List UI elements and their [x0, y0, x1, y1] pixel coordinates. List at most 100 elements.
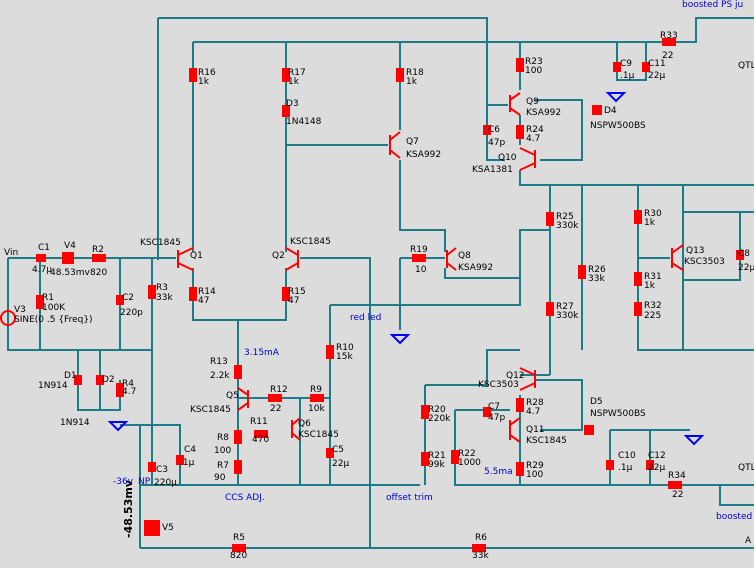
q11-transistor-symbol	[509, 417, 521, 443]
r5-body	[232, 544, 246, 552]
r31-body	[634, 272, 642, 286]
r29-body	[516, 462, 524, 476]
r29-value-label: 100	[526, 470, 543, 480]
r14-ref-label: R14	[198, 287, 216, 297]
d5-ref-label: D5	[590, 397, 603, 407]
r31-ref-label: R31	[644, 272, 662, 282]
ground-symbols	[107, 92, 705, 446]
r12-value-label: 22	[270, 404, 281, 414]
v3-source-symbol	[0, 310, 16, 326]
c10-body	[606, 460, 614, 470]
r27-ref-label: R27	[556, 302, 574, 312]
r9-body	[310, 394, 324, 402]
r14-body	[189, 287, 197, 301]
r10-ref-label: R10	[336, 343, 354, 353]
current-55-label: 5.5ma	[484, 467, 513, 477]
r5-ref-label: R5	[233, 533, 245, 543]
v4-ref-label: V4	[64, 241, 76, 251]
r25-value-label: 330k	[556, 221, 579, 231]
c3-body	[148, 462, 156, 472]
r10-body	[326, 345, 334, 359]
q7-value-label: KSA992	[406, 150, 441, 160]
r9-value-label: 10k	[308, 404, 325, 414]
r26-body	[578, 265, 586, 279]
r22-ref-label: R22	[458, 449, 476, 459]
c11-value-label: 22µ	[648, 71, 665, 81]
c3-ref-label: C3	[156, 465, 168, 475]
d5-value-label: NSPW500BS	[590, 409, 646, 419]
r29-ref-label: R29	[526, 461, 544, 471]
c9-value-label: .1µ	[620, 71, 635, 81]
ground-symbol	[107, 421, 129, 432]
r19-ref-label: R19	[410, 245, 428, 255]
r13-ref-label: R13	[210, 357, 228, 367]
c8-body	[736, 250, 744, 260]
q13-value-label: KSC3503	[684, 257, 725, 267]
r34-value-label: 22	[672, 490, 683, 500]
c6-ref-label: C6	[488, 125, 500, 135]
r30-ref-label: R30	[644, 209, 662, 219]
q6-ref-label: Q6	[298, 419, 311, 429]
d3-value-label: 1N4148	[286, 117, 322, 127]
r25-body	[546, 212, 554, 226]
d1-value-label: 1N914	[38, 381, 68, 391]
v5-ref-label: V5	[162, 523, 174, 533]
boosted-bottom-label: boosted	[716, 512, 752, 522]
d2-ref-label: D2	[102, 375, 115, 385]
q6-value-label: KSC1845	[298, 430, 339, 440]
r6-body	[472, 544, 486, 552]
transistor-symbols	[177, 92, 684, 443]
c1-value-label: 4.7µ	[32, 265, 52, 275]
c2-ref-label: C2	[122, 293, 134, 303]
q1-ref-label: Q1	[190, 251, 203, 261]
c4-body	[176, 455, 184, 465]
c4-value-label: .1µ	[180, 458, 195, 468]
r32-ref-label: R32	[644, 301, 662, 311]
r6-value-label: 33k	[472, 551, 489, 561]
r16-ref-label: R16	[198, 68, 216, 78]
r2-value-label: 820	[90, 268, 107, 278]
r31-value-label: 1k	[644, 281, 656, 291]
current-315-label: 3.15mA	[244, 348, 280, 358]
r16-body	[189, 68, 197, 82]
c10-ref-label: C10	[618, 451, 636, 461]
q9-value-label: KSA992	[526, 108, 561, 118]
r26-value-label: 33k	[588, 274, 605, 284]
r13-value-label: 2.2k	[210, 371, 230, 381]
d2-value-label: 1N914	[60, 418, 90, 428]
r6-ref-label: R6	[475, 533, 487, 543]
r3-ref-label: R3	[156, 283, 168, 293]
d4-ref-label: D4	[604, 106, 617, 116]
r16-value-label: 1k	[198, 77, 210, 87]
d4-body	[592, 105, 602, 115]
c12-value-label: 22µ	[648, 463, 665, 473]
r10-value-label: 15k	[336, 352, 353, 362]
d3-ref-label: D3	[286, 99, 299, 109]
q1-transistor-symbol	[177, 247, 194, 271]
r8-body	[234, 430, 242, 444]
r12-ref-label: R12	[270, 385, 288, 395]
r12-body	[268, 394, 282, 402]
r18-value-label: 1k	[406, 77, 418, 87]
c4-ref-label: C4	[184, 445, 196, 455]
c5-ref-label: C5	[332, 445, 344, 455]
r30-body	[634, 210, 642, 224]
qtl-top-label: QTL	[738, 61, 754, 71]
q1-value-label: KSC1845	[140, 238, 181, 248]
q7-ref-label: Q7	[406, 137, 419, 147]
r7-ref-label: R7	[217, 461, 229, 471]
c5-body	[326, 448, 334, 458]
offset-trim-label: offset trim	[386, 493, 433, 503]
c8-ref-label: C8	[738, 249, 750, 259]
c11-body	[642, 62, 650, 72]
q2-transistor-symbol	[285, 247, 299, 271]
r25-ref-label: R25	[556, 212, 574, 222]
r23-value-label: 100	[525, 66, 542, 76]
q2-ref-label: Q2	[272, 251, 285, 261]
wires	[7, 17, 754, 549]
r19-value-label: 10	[415, 265, 427, 275]
r11-ref-label: R11	[250, 417, 268, 427]
r22-value-label: 1000	[458, 458, 481, 468]
c12-ref-label: C12	[648, 451, 666, 461]
